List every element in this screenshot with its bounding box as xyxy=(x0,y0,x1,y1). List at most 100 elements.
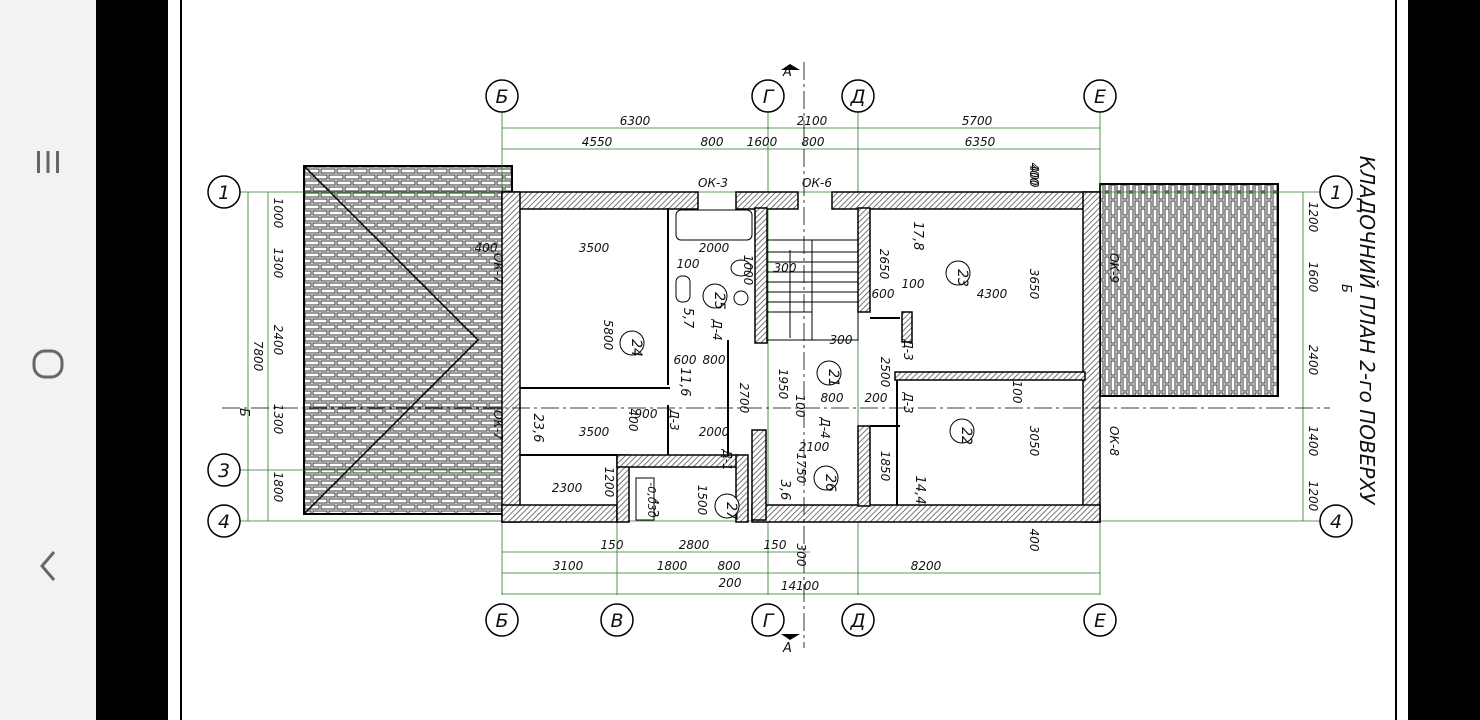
staircase xyxy=(766,239,859,341)
room-22-number: 22 xyxy=(958,427,974,445)
home-icon xyxy=(32,349,64,379)
recent-apps-button[interactable] xyxy=(24,138,72,186)
dim-d2500: 2500 xyxy=(878,357,892,388)
dim-wall-top: 400 xyxy=(1027,163,1041,186)
home-button[interactable] xyxy=(24,340,72,388)
room-22-circle xyxy=(949,418,975,444)
room-25-number: 25 xyxy=(711,292,727,310)
axis-top-2: Д xyxy=(850,86,866,108)
axis-right-1-circle xyxy=(1319,504,1353,538)
axis-left-1: 3 xyxy=(218,460,230,482)
axis-left-2: 4 xyxy=(218,511,230,533)
level-mark: -0,030 xyxy=(645,482,658,517)
axis-bottom-2: Г xyxy=(763,610,775,632)
room-24-circle xyxy=(619,330,645,356)
dim-d300b: 300 xyxy=(830,333,853,347)
roof-ridge-1 xyxy=(303,165,479,341)
section-mark-b-right: Б xyxy=(1338,284,1353,293)
dim-d400c: 400 xyxy=(1027,165,1041,188)
dim-bot2-0: 3100 xyxy=(553,559,584,573)
room-21-area: 11,6 xyxy=(677,368,692,397)
dim-right-0: 1200 xyxy=(1306,202,1320,233)
dim-bot1-3: 300 xyxy=(794,544,808,567)
dim-left-1: 1300 xyxy=(271,248,285,279)
dim-d600b: 600 xyxy=(872,287,895,301)
room-27-circle xyxy=(714,493,740,519)
dim-d1000: 1000 xyxy=(741,255,755,286)
room-25-circle xyxy=(702,283,728,309)
axis-top-2-circle xyxy=(841,79,875,113)
roof-left xyxy=(303,165,513,515)
room-23-number: 23 xyxy=(954,269,970,287)
opening-d1: Д-1 xyxy=(720,448,734,470)
bath-fixtures xyxy=(675,209,753,306)
opening-d4a: Д-4 xyxy=(710,318,724,340)
dim-d1850: 1850 xyxy=(878,451,892,482)
axis-top-0: Б xyxy=(495,86,508,108)
dim-top1-1: 2100 xyxy=(797,114,828,128)
dim-top1-2: 5700 xyxy=(962,114,993,128)
dim-top2-0: 4550 xyxy=(582,135,613,149)
dim-d1750: 1750 xyxy=(794,453,808,484)
opening-d4b: Д-4 xyxy=(818,416,832,438)
back-button[interactable] xyxy=(24,542,72,590)
opening-ok7b: ОК-7 xyxy=(491,410,505,440)
room-27-number: 27 xyxy=(723,502,739,520)
dim-d1500: 1500 xyxy=(695,485,709,516)
room-21-number: 21 xyxy=(825,369,841,387)
axis-bottom-0-circle xyxy=(485,603,519,637)
dim-bot2-1: 1800 xyxy=(657,559,688,573)
room-23-area: 17,8 xyxy=(910,222,925,251)
dim-d1950: 1950 xyxy=(776,369,790,400)
section-mark-b-left: Б xyxy=(236,408,251,417)
axis-right-0-circle xyxy=(1319,175,1353,209)
dim-d5800: 5800 xyxy=(601,320,615,351)
axis-bottom-4: Е xyxy=(1094,610,1106,632)
opening-ok6: ОК-6 xyxy=(802,176,832,190)
dim-d2100: 2100 xyxy=(799,440,830,454)
walls xyxy=(501,191,1101,523)
dim-d4300: 4300 xyxy=(977,287,1008,301)
room-24-number: 24 xyxy=(628,339,644,357)
dim-d900: 900 xyxy=(635,407,658,421)
partitions xyxy=(520,208,900,505)
axis-top-0-circle xyxy=(485,79,519,113)
room-22-area: 14,4 xyxy=(912,476,927,505)
axis-top-3-circle xyxy=(1083,79,1117,113)
axis-bottom-1: В xyxy=(610,610,623,632)
axis-top-1: Г xyxy=(763,86,775,108)
roof-right xyxy=(1099,183,1279,397)
opening-ok8: ОК-8 xyxy=(1107,426,1121,456)
drawing-title: КЛАДОЧНИЙ ПЛАН 2-го ПОВЕРХУ xyxy=(1355,156,1379,506)
section-mark-a-bottom: А xyxy=(782,641,792,656)
opening-d3c: Д-3 xyxy=(901,391,915,413)
axis-top-3: Е xyxy=(1094,86,1106,108)
dim-bot1-1: 2800 xyxy=(679,538,710,552)
dim-d800a: 800 xyxy=(703,353,726,367)
dim-right-2: 2400 xyxy=(1306,345,1320,376)
dim-top2-4: 6350 xyxy=(965,135,996,149)
dim-d1200: 1200 xyxy=(602,467,616,498)
axis-bottom-3: Д xyxy=(850,610,866,632)
dim-left-0: 1000 xyxy=(271,198,285,229)
dim-d300a: 300 xyxy=(774,261,797,275)
dim-d3500a: 3500 xyxy=(579,241,610,255)
dim-d100d: 100 xyxy=(1010,381,1024,404)
axis-right-0: 1 xyxy=(1330,182,1342,204)
dim-top2-2: 1600 xyxy=(747,135,778,149)
dim-bot2-3: 8200 xyxy=(911,559,942,573)
dim-right-1: 1600 xyxy=(1306,262,1320,293)
dim-left-2: 2400 xyxy=(271,325,285,356)
dimension-lines xyxy=(247,127,1304,595)
opening-ok7a: ОК-7 xyxy=(491,253,505,283)
dim-bot1-2: 150 xyxy=(764,538,787,552)
dim-top2-1: 800 xyxy=(701,135,724,149)
room-26-circle xyxy=(813,465,839,491)
axis-bottom-3-circle xyxy=(841,603,875,637)
axis-bottom-2-circle xyxy=(751,603,785,637)
room-21-circle xyxy=(816,360,842,386)
